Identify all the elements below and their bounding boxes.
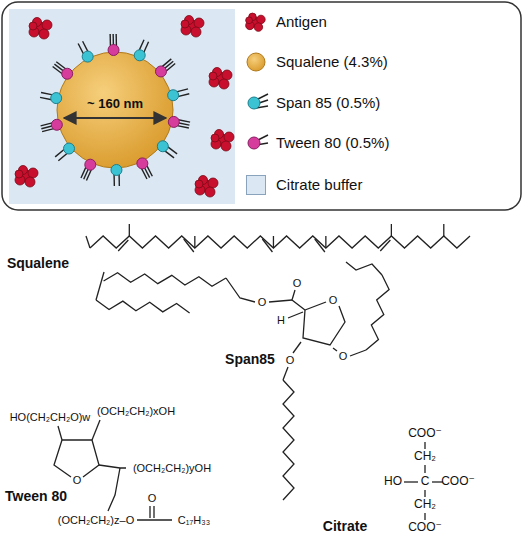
atom-label: COO⁻ (441, 475, 475, 488)
atom-label: O (293, 277, 302, 289)
atom-label: COO⁻ (408, 427, 442, 440)
structure-name: Span85 (225, 352, 275, 367)
atom-label: C₁₇H₃₃ (178, 514, 210, 526)
structure-name: Citrate (323, 519, 367, 534)
buffer-region (9, 9, 235, 204)
atom-label: O (329, 294, 338, 306)
tween-icon (248, 135, 268, 149)
atom-label: O (148, 492, 157, 504)
atom-label: HO(CH₂CH₂O)w (10, 411, 91, 423)
antigen-icon (246, 13, 266, 31)
atom-label: C (421, 475, 430, 488)
squalene-icon (247, 53, 265, 71)
legend-text: Span 85 (0.5%) (276, 95, 380, 112)
squalene-droplet (57, 52, 173, 168)
span-icon (248, 94, 268, 109)
size-arrow (64, 117, 166, 119)
legend-text: Citrate buffer (276, 177, 362, 194)
panel-frame (2, 2, 521, 210)
atom-label: (OCH₂CH₂)yOH (133, 462, 211, 474)
surfactant-layer (40, 34, 190, 186)
atom-label: H (277, 314, 285, 326)
atom-label: HO (384, 475, 402, 488)
atom-label: O (258, 296, 267, 308)
structure-name: Tween 80 (5, 489, 67, 504)
atom-label: COO⁻ (408, 521, 442, 534)
chemical-structures (54, 224, 470, 520)
legend-swatch (246, 175, 266, 195)
atom-label: (OCH₂CH₂)z–O (58, 514, 134, 526)
atom-label: CH₂ (414, 450, 436, 463)
structure-name: Squalene (7, 256, 69, 271)
atom-label: CH₂ (414, 498, 436, 511)
legend-text: Squalene (4.3%) (276, 54, 388, 71)
antigen-group (15, 16, 234, 198)
structure-name: ~ 160 nm (87, 97, 143, 111)
atom-label: O (73, 474, 82, 486)
legend-text: Tween 80 (0.5%) (276, 135, 389, 152)
atom-label: O (339, 350, 348, 362)
legend-text: Antigen (276, 14, 327, 31)
atom-label: (OCH₂CH₂)xOH (97, 405, 175, 417)
atom-label: O (286, 354, 295, 366)
